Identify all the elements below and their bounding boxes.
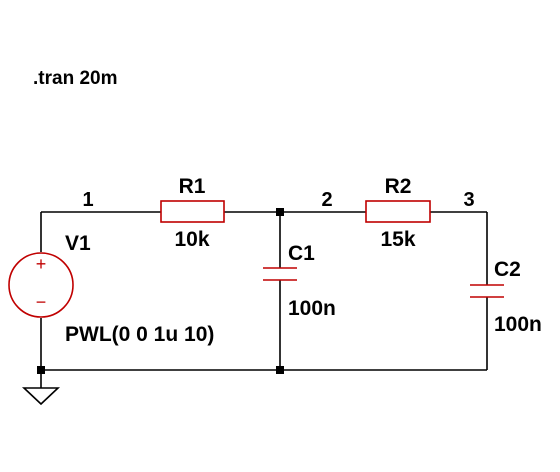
- junction-bottom-c1: [276, 366, 284, 374]
- net-label-1[interactable]: 1: [82, 189, 93, 211]
- source-minus-sign: −: [36, 292, 47, 312]
- voltage-source-icon[interactable]: + −: [8, 252, 74, 318]
- ground-icon[interactable]: [21, 387, 61, 406]
- source-plus-sign: +: [36, 254, 47, 274]
- v1-value-label[interactable]: PWL(0 0 1u 10): [65, 323, 214, 346]
- spice-directive[interactable]: .tran 20m: [33, 68, 117, 89]
- resistor-r2-icon[interactable]: [365, 200, 431, 223]
- c2-value-label[interactable]: 100n: [494, 313, 542, 336]
- r1-value-label[interactable]: 10k: [174, 228, 209, 251]
- c2-name-label[interactable]: C2: [494, 258, 521, 281]
- net-label-2[interactable]: 2: [321, 189, 332, 211]
- voltage-source-body[interactable]: [8, 252, 74, 318]
- wires: [40, 211, 488, 388]
- resistor-r1-icon[interactable]: [160, 200, 225, 223]
- capacitor-c2-icon[interactable]: [470, 284, 504, 298]
- capacitor-c1-icon[interactable]: [263, 267, 297, 281]
- v1-name-label[interactable]: V1: [65, 232, 91, 255]
- net-label-3[interactable]: 3: [463, 189, 474, 211]
- r2-value-label[interactable]: 15k: [380, 228, 415, 251]
- r2-name-label[interactable]: R2: [385, 175, 412, 198]
- junction-ground: [37, 366, 45, 374]
- r1-name-label[interactable]: R1: [179, 175, 206, 198]
- c1-value-label[interactable]: 100n: [288, 297, 336, 320]
- junction-node2: [276, 208, 284, 216]
- c1-name-label[interactable]: C1: [288, 242, 315, 265]
